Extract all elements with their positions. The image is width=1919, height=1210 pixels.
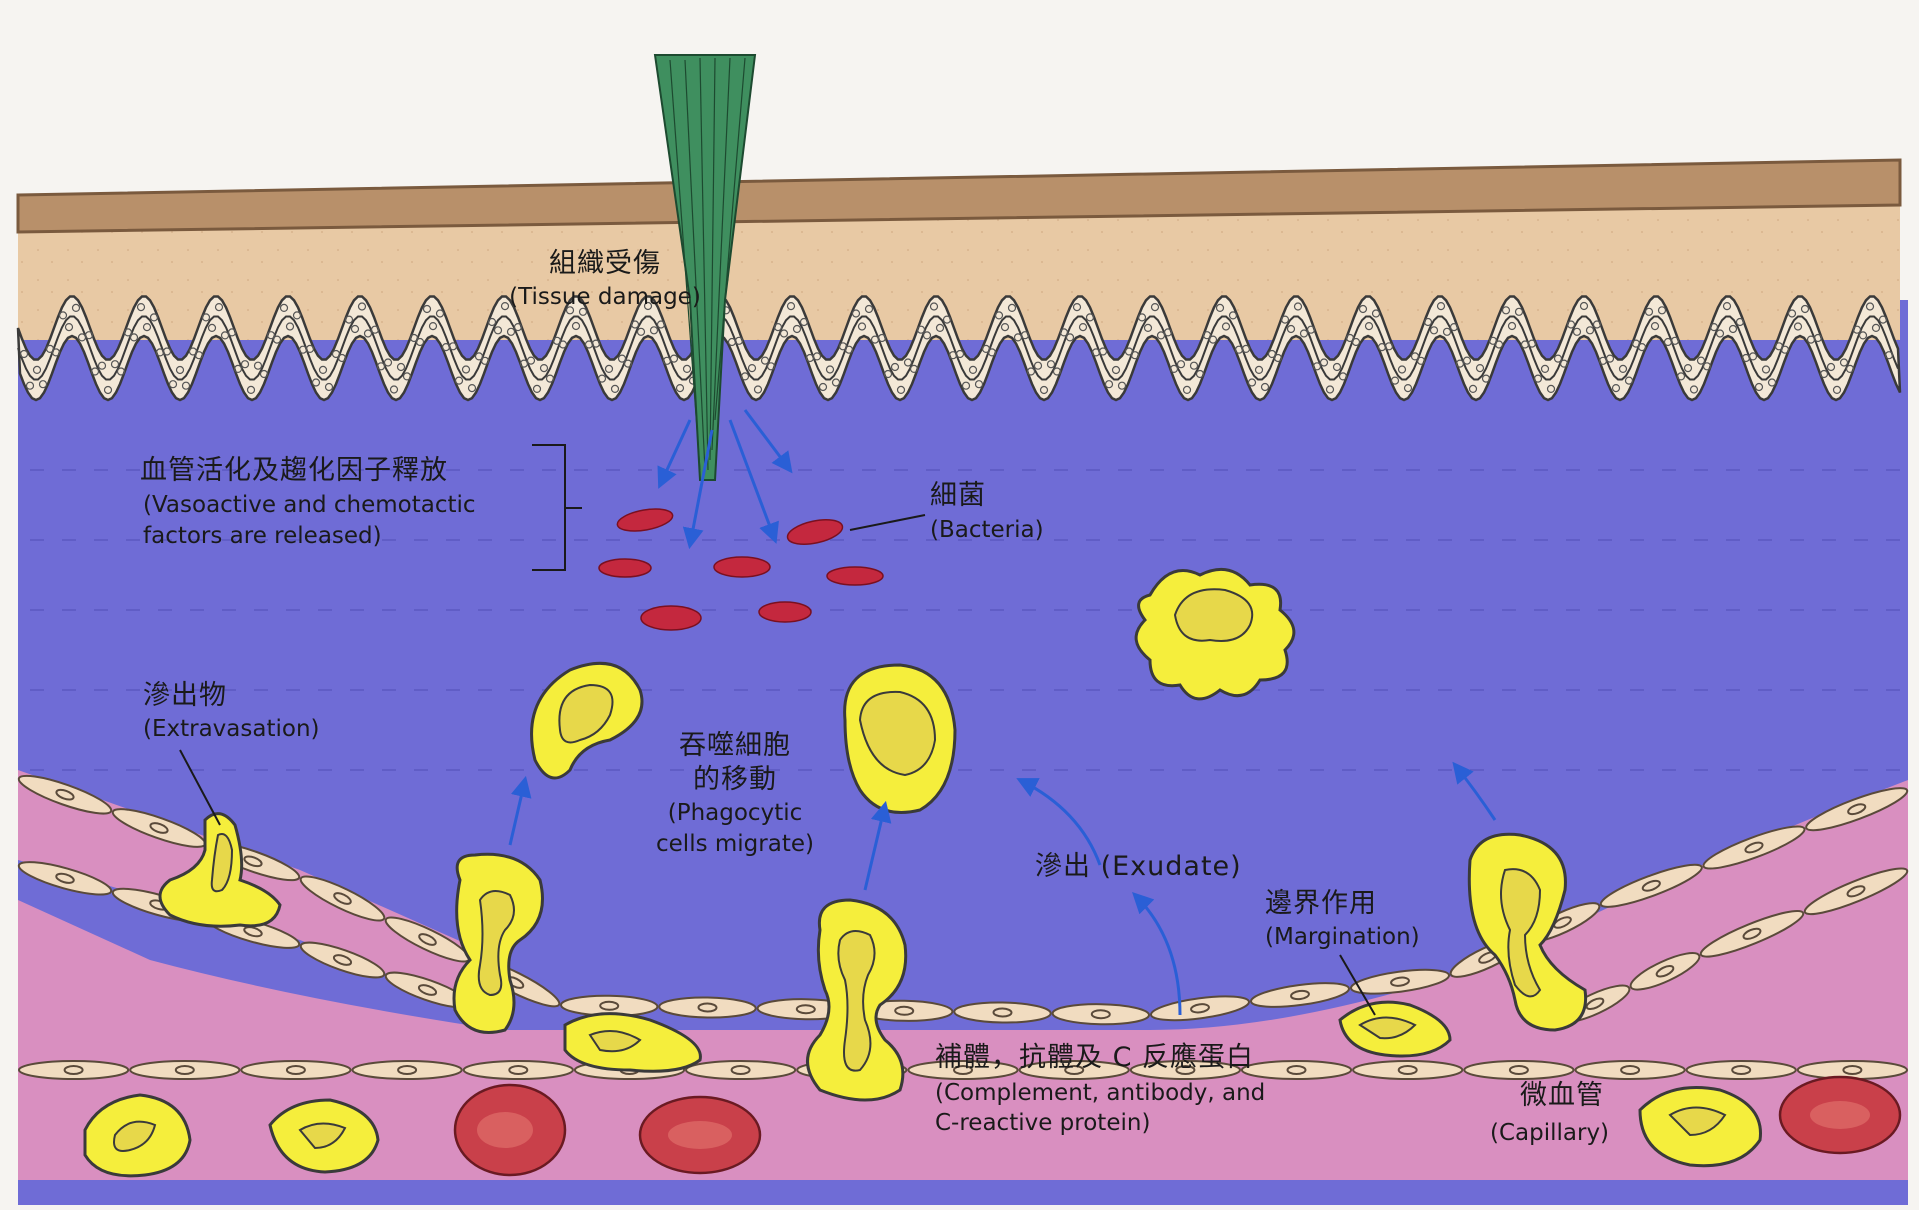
extravasation-label-zh: 滲出物 xyxy=(143,680,227,711)
phagocyte-migrating-2 xyxy=(845,665,955,813)
phagocyte-activated xyxy=(1136,569,1294,699)
complement-label-zh: 補體，抗體及 C 反應蛋白 xyxy=(935,1042,1254,1073)
margination-label-zh: 邊界作用 xyxy=(1265,888,1377,919)
endothelial-cell xyxy=(353,1061,462,1079)
lower-tissue-strip xyxy=(18,1180,1908,1205)
endothelial-cell xyxy=(1464,1061,1573,1079)
phagocytic-label-zh-2: 的移動 xyxy=(630,764,840,795)
endothelial-cell xyxy=(130,1061,239,1079)
endothelial-cell xyxy=(1576,1061,1685,1079)
endothelial-cell xyxy=(1687,1061,1796,1079)
complement-label-en-1: (Complement, antibody, and xyxy=(935,1080,1265,1106)
bacterium xyxy=(759,602,811,622)
vasoactive-label-en-1: (Vasoactive and chemotactic xyxy=(143,492,476,518)
endothelial-cell xyxy=(686,1061,795,1079)
bacterium xyxy=(714,557,770,577)
margination-label-en: (Margination) xyxy=(1265,924,1420,950)
phagocytic-label-en-2: cells migrate) xyxy=(620,831,850,857)
endothelial-cell xyxy=(1242,1061,1351,1079)
tissue-damage-label-zh: 組織受傷 xyxy=(500,248,710,279)
vasoactive-label-zh: 血管活化及趨化因子釋放 xyxy=(140,455,448,486)
phagocytic-label-en-1: (Phagocytic xyxy=(620,800,850,826)
endothelial-cell xyxy=(19,1061,128,1079)
bacterium xyxy=(599,559,651,577)
bacteria-label-zh: 細菌 xyxy=(930,480,986,511)
phagocytic-label-zh-1: 吞噬細胞 xyxy=(630,730,840,761)
capillary-label-zh: 微血管 xyxy=(1520,1080,1604,1111)
endothelial-cell xyxy=(464,1061,573,1079)
tissue-damage-label-en: (Tissue damage) xyxy=(420,284,790,310)
extravasation-label-en: (Extravasation) xyxy=(143,716,320,742)
endothelial-cell xyxy=(1798,1061,1907,1079)
complement-label-en-2: C-reactive protein) xyxy=(935,1110,1150,1136)
bacterium xyxy=(641,606,701,630)
vasoactive-label-en-2: factors are released) xyxy=(143,523,382,549)
bacteria-label-en: (Bacteria) xyxy=(930,517,1044,543)
endothelial-cell xyxy=(1353,1061,1462,1079)
capillary-label-en: (Capillary) xyxy=(1490,1120,1609,1146)
endothelial-cell xyxy=(241,1061,350,1079)
bacterium xyxy=(827,567,883,585)
exudate-label: 滲出 (Exudate) xyxy=(1035,851,1242,882)
